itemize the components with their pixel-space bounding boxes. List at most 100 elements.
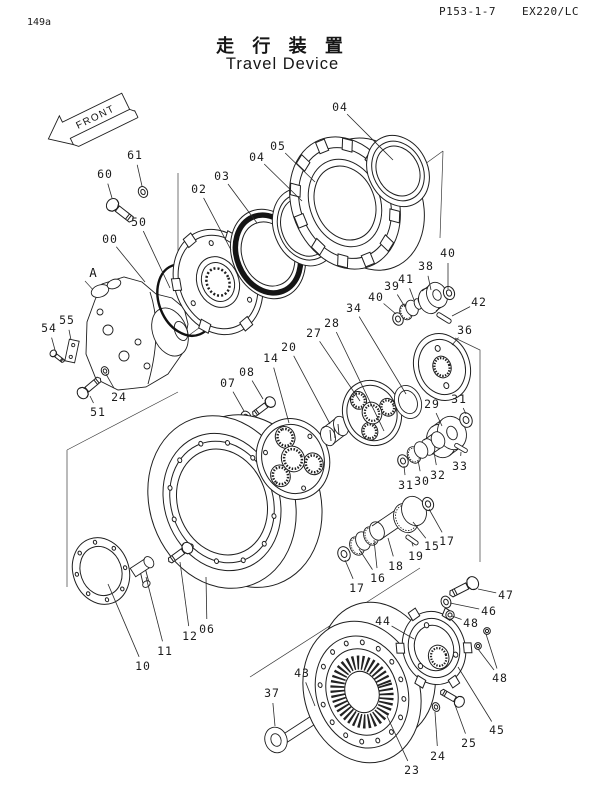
- svg-text:31: 31: [451, 392, 467, 406]
- part-callout-45: 45: [458, 667, 504, 737]
- svg-text:24: 24: [430, 749, 446, 763]
- part-callout-31: 31: [451, 392, 467, 414]
- section-marker-letter: A: [89, 265, 97, 280]
- page-header: P153-1-7 EX220/LC: [439, 5, 579, 18]
- washer-24-right: [430, 701, 442, 713]
- seal-ring-04-outer: [354, 124, 441, 217]
- svg-text:38: 38: [418, 259, 434, 273]
- part-callout-15: 15: [413, 522, 440, 553]
- svg-text:50: 50: [131, 215, 147, 229]
- svg-text:03: 03: [214, 169, 230, 183]
- part-callout-55: 55: [59, 313, 75, 340]
- part-callout-17: 17: [345, 560, 365, 595]
- svg-text:04: 04: [332, 100, 348, 114]
- gear-30: [405, 440, 430, 466]
- part-callout-38: 38: [418, 259, 434, 290]
- svg-text:25: 25: [461, 736, 477, 750]
- part-callout-08: 08: [239, 365, 263, 399]
- svg-text:42: 42: [471, 295, 487, 309]
- part-callout-46: 46: [450, 603, 496, 618]
- svg-text:17: 17: [349, 581, 365, 595]
- part-callout-10: 10: [108, 584, 151, 673]
- svg-text:28: 28: [324, 316, 340, 330]
- flange-10: [63, 530, 139, 613]
- part-callout-60: 60: [97, 167, 113, 198]
- part-callout-12: 12: [180, 562, 197, 643]
- svg-text:16: 16: [370, 571, 386, 585]
- part-callout-04: 04: [249, 150, 302, 201]
- svg-text:40: 40: [440, 246, 456, 260]
- svg-text:33: 33: [452, 459, 468, 473]
- svg-text:47: 47: [498, 588, 514, 602]
- bolt-47: [446, 574, 482, 602]
- part-callout-44: 44: [375, 614, 414, 639]
- bolt-51: [74, 373, 105, 402]
- part-callout-32: 32: [430, 452, 446, 482]
- part-callout-07: 07: [220, 376, 244, 411]
- svg-text:60: 60: [97, 167, 113, 181]
- svg-text:51: 51: [90, 405, 106, 419]
- part-callout-23: 23: [387, 716, 420, 777]
- svg-text:43: 43: [294, 666, 310, 680]
- part-callout-02: 02: [191, 182, 231, 250]
- svg-text:36: 36: [457, 323, 473, 337]
- part-callout-05: 05: [270, 139, 315, 182]
- svg-text:23: 23: [404, 763, 420, 777]
- plug-48-a: [445, 610, 455, 620]
- svg-text:00: 00: [102, 232, 118, 246]
- part-callout-06: 06: [199, 577, 215, 636]
- svg-text:30: 30: [414, 474, 430, 488]
- svg-text:15: 15: [424, 539, 440, 553]
- svg-text:29: 29: [424, 397, 440, 411]
- part-callout-24: 24: [430, 712, 446, 763]
- svg-text:11: 11: [157, 644, 173, 658]
- part-callout-11: 11: [146, 577, 173, 658]
- svg-text:19: 19: [408, 549, 424, 563]
- svg-text:44: 44: [375, 614, 391, 628]
- part-callout-40: 40: [368, 290, 396, 314]
- svg-text:05: 05: [270, 139, 286, 153]
- planet-carrier-14: [245, 408, 341, 510]
- svg-text:34: 34: [346, 301, 362, 315]
- svg-text:39: 39: [384, 279, 400, 293]
- bracket-55: [65, 339, 79, 363]
- part-callout-41: 41: [398, 272, 414, 300]
- svg-text:55: 55: [59, 313, 75, 327]
- part-callout-18: 18: [388, 538, 404, 573]
- part-callout-48: 48: [452, 616, 479, 630]
- valve-11: [130, 555, 164, 590]
- part-callout-40: 40: [440, 246, 456, 289]
- model-code: EX220/LC: [522, 5, 579, 18]
- cover-45: [385, 595, 482, 701]
- part-callout-39: 39: [384, 279, 405, 307]
- title-english: Travel Device: [225, 55, 340, 73]
- screw-54: [48, 348, 67, 365]
- svg-text:27: 27: [306, 326, 322, 340]
- part-callout-47: 47: [478, 588, 514, 602]
- svg-text:06: 06: [199, 622, 215, 636]
- callout-labels: 0405040302616050005455245107081420272834…: [41, 100, 514, 777]
- part-callout-25: 25: [455, 705, 477, 750]
- svg-text:18: 18: [388, 559, 404, 573]
- part-callout-43: 43: [294, 666, 315, 706]
- part-callout-50: 50: [131, 215, 170, 288]
- part-callout-34: 34: [346, 301, 406, 394]
- svg-text:02: 02: [191, 182, 207, 196]
- svg-text:17: 17: [439, 534, 455, 548]
- svg-text:32: 32: [430, 468, 446, 482]
- end-plate-36: [405, 326, 479, 408]
- part-callout-33: 33: [452, 452, 468, 473]
- planet-carrier-27-28: [333, 372, 410, 454]
- svg-text:48: 48: [463, 616, 479, 630]
- svg-text:61: 61: [127, 148, 143, 162]
- part-callout-54: 54: [41, 321, 56, 350]
- part-callout-36: 36: [452, 323, 473, 345]
- svg-text:48: 48: [492, 671, 508, 685]
- sun-shaft-assembly: [335, 495, 436, 564]
- svg-text:10: 10: [135, 659, 151, 673]
- figure-ref: 149a: [27, 17, 52, 28]
- svg-text:04: 04: [249, 150, 265, 164]
- ring-gear-body-06: [124, 386, 346, 617]
- part-callout-30: 30: [414, 460, 430, 488]
